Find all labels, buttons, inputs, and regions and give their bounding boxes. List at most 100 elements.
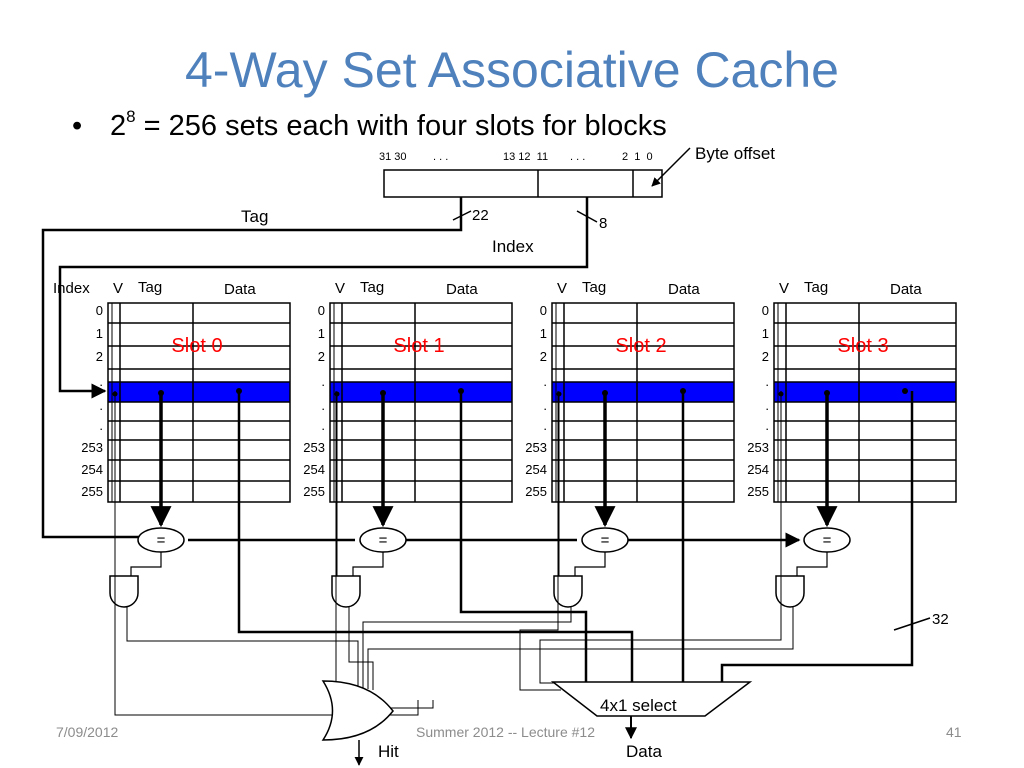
slide-title: 4-Way Set Associative Cache (185, 42, 839, 98)
row-label: 2 (540, 349, 547, 364)
slot-label: Slot 3 (837, 335, 888, 357)
or-gate (321, 680, 394, 741)
row-label: 254 (525, 462, 547, 477)
tag-tap-dot (158, 390, 164, 396)
and-gate (553, 575, 583, 608)
footer-date: 7/09/2012 (56, 724, 119, 740)
row-label: 0 (318, 303, 325, 318)
data-output-label: Data (626, 742, 662, 761)
slot-label: Slot 1 (393, 335, 444, 357)
data-header: Data (446, 281, 478, 298)
row-label: 255 (525, 484, 547, 499)
comparator-symbol: = (601, 532, 610, 549)
selected-row-highlight (552, 382, 734, 402)
tag-tap-dot (602, 390, 608, 396)
tag-width: 22 (472, 207, 489, 224)
row-label: 254 (303, 462, 325, 477)
tag-header: Tag (138, 279, 162, 296)
row-label: 0 (96, 303, 103, 318)
bits-dots-2: . . . (570, 151, 585, 163)
and-gate (775, 575, 805, 608)
valid-header: V (335, 280, 345, 297)
comparator-symbol: = (157, 532, 166, 549)
footer-lecture: Summer 2012 -- Lecture #12 (416, 724, 595, 740)
slot-table-3: V Tag Data 0 1 2... 253 254 255 Slot 3 = (747, 279, 957, 608)
index-width: 8 (599, 215, 607, 232)
row-label: . (765, 418, 769, 433)
mux-label: 4x1 select (600, 696, 677, 715)
index-width-slash (576, 210, 598, 223)
row-label: . (543, 398, 547, 413)
comparator-symbol: = (379, 532, 388, 549)
row-label: . (99, 398, 103, 413)
row-label: 1 (318, 326, 325, 341)
and-gate (109, 575, 139, 608)
row-label: . (99, 374, 103, 389)
row-label: . (765, 398, 769, 413)
address-register (383, 169, 663, 198)
output-wiring (114, 391, 931, 716)
hit-label: Hit (378, 742, 399, 761)
data-header: Data (224, 281, 256, 298)
row-label: 253 (525, 440, 547, 455)
byte-offset-pointer (651, 147, 691, 187)
and-gate (331, 575, 361, 608)
bits-31-30: 31 30 (379, 151, 407, 163)
row-label: 0 (762, 303, 769, 318)
tag-header: Tag (582, 279, 606, 296)
row-label: 255 (303, 484, 325, 499)
tag-tap-dot (824, 390, 830, 396)
slot-label: Slot 0 (171, 335, 222, 357)
row-label: 253 (81, 440, 103, 455)
row-label: . (543, 374, 547, 389)
address-box (383, 169, 663, 198)
slot-tables: V Tag Data 0 1 2... 253 254 255 Slot 0 = V Tag Data 0 1… (81, 279, 957, 608)
bits-13-11: 13 12 11 (503, 151, 548, 163)
bits-2-0: 2 1 0 (622, 151, 653, 163)
bullet-dot: • (72, 110, 83, 142)
tag-tap-dot (380, 390, 386, 396)
row-label: 0 (540, 303, 547, 318)
bullet-exponent: 8 (126, 107, 136, 126)
row-label: 1 (762, 326, 769, 341)
valid-header: V (113, 280, 123, 297)
tag-wire (41, 197, 799, 540)
address-bit-labels: 31 30 . . . 13 12 11 . . . 2 1 0 (379, 151, 653, 163)
mux-4x1 (550, 681, 753, 717)
data-width: 32 (932, 611, 949, 628)
row-label: 2 (762, 349, 769, 364)
row-label: 1 (96, 326, 103, 341)
index-label: Index (492, 237, 534, 256)
row-label: 255 (747, 484, 769, 499)
slot-label: Slot 2 (615, 335, 666, 357)
tag-width-slash (452, 210, 472, 221)
data-tap-dot (902, 388, 908, 394)
selected-row-highlight (330, 382, 512, 402)
row-label: 254 (81, 462, 103, 477)
valid-header: V (557, 280, 567, 297)
row-label: . (543, 418, 547, 433)
data-width-slash (893, 617, 931, 631)
row-label: 254 (747, 462, 769, 477)
row-label: 253 (747, 440, 769, 455)
valid-header: V (779, 280, 789, 297)
selected-row-highlight (774, 382, 956, 402)
index-wire (58, 197, 589, 399)
row-label: 253 (303, 440, 325, 455)
tag-header: Tag (804, 279, 828, 296)
row-label: . (765, 374, 769, 389)
bullet-text: 28 = 256 sets each with four slots for b… (110, 108, 667, 144)
tag-label: Tag (241, 207, 268, 226)
data-header: Data (890, 281, 922, 298)
row-label: . (99, 418, 103, 433)
tag-header: Tag (360, 279, 384, 296)
row-label: . (321, 374, 325, 389)
comparator-symbol: = (823, 532, 832, 549)
index-header: Index (53, 280, 90, 297)
row-label: 2 (318, 349, 325, 364)
byte-offset-label: Byte offset (695, 144, 775, 163)
